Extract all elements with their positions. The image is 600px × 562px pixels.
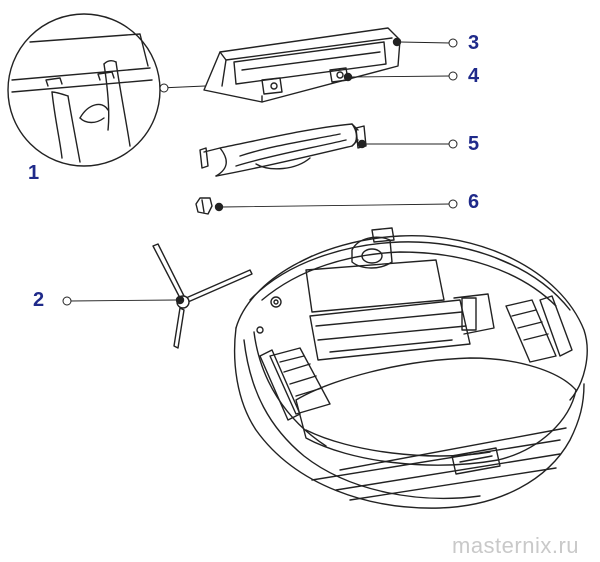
side-brush	[152, 243, 253, 349]
leader-line-4	[350, 75, 451, 78]
callout-number-3: 3	[468, 32, 480, 54]
callout-marker-1	[159, 83, 169, 93]
leader-line-6	[221, 203, 451, 208]
callout-number-6: 6	[468, 191, 480, 213]
detail-magnifier-1	[7, 13, 161, 167]
dust-bin-cover	[203, 27, 401, 103]
callout-marker-3	[448, 38, 458, 48]
leader-line-3	[399, 41, 451, 44]
callout-marker-2	[62, 296, 72, 306]
main-brush-roll	[199, 123, 367, 177]
callout-number-5: 5	[468, 133, 480, 155]
brush-end-cap	[195, 197, 213, 215]
robot-vacuum-body	[233, 227, 588, 509]
callout-dot-2	[175, 295, 185, 305]
callout-dot-6	[214, 202, 224, 212]
callout-marker-5	[448, 139, 458, 149]
callout-marker-4	[448, 71, 458, 81]
callout-dot-3	[392, 37, 402, 47]
leader-line-2	[69, 299, 177, 302]
callout-number-4: 4	[468, 65, 480, 87]
watermark-text: masternix.ru	[452, 533, 580, 558]
callout-number-1: 1	[28, 162, 40, 184]
callout-number-2: 2	[33, 289, 45, 311]
callout-dot-5	[357, 139, 367, 149]
callout-dot-4	[343, 72, 353, 82]
callout-marker-6	[448, 199, 458, 209]
